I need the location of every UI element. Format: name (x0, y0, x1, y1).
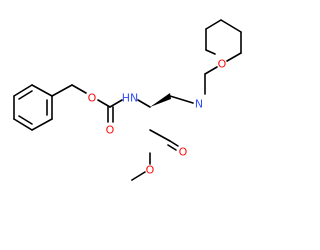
bond-benzene-inner-1 (18, 90, 33, 100)
bond-ch2-morph-n (169, 95, 194, 104)
bond-nh-alpha-c (137, 99, 151, 108)
bond-benzene-2 (31, 84, 53, 97)
bond-o-carbonyl-c (97, 99, 111, 108)
atom-nh: HN (122, 92, 139, 105)
atom-n-morpholine: N (195, 98, 203, 111)
bond-morph-2 (204, 66, 218, 75)
bond-ring-ch2 (51, 84, 73, 97)
bond-carbonyl-c-nh (109, 99, 123, 108)
bond-benzene-4 (31, 118, 53, 131)
atom-o-carbamate-carbonyl: O (106, 124, 115, 137)
atom-o-carbamate: O (88, 92, 97, 105)
bond-ch2-o (71, 84, 87, 94)
bond-benzene-1 (13, 84, 33, 97)
bond-morph-6 (205, 19, 222, 30)
bond-morph-3 (226, 52, 242, 62)
bond-benzene-inner-3 (18, 115, 33, 125)
atom-o-ester: O (146, 164, 155, 177)
bonds (13, 19, 242, 181)
molecule-structure: O N HN O O O O (13, 19, 242, 181)
bond-benzene-5 (13, 118, 33, 131)
bond-alpha-ester-c (149, 129, 171, 142)
atom-o-morpholine: O (218, 58, 227, 71)
atom-labels: O N HN O O O O (88, 58, 227, 177)
bond-morph-8 (205, 49, 216, 55)
bond-ester-c-o-double-2 (167, 144, 177, 151)
atom-o-ester-carbonyl: O (179, 146, 188, 159)
bond-ester-o-methyl (131, 171, 146, 181)
bond-ester-c-o-double-1 (169, 140, 179, 147)
stereo-wedge-bond (150, 93, 171, 107)
bond-morph-5 (220, 19, 242, 33)
